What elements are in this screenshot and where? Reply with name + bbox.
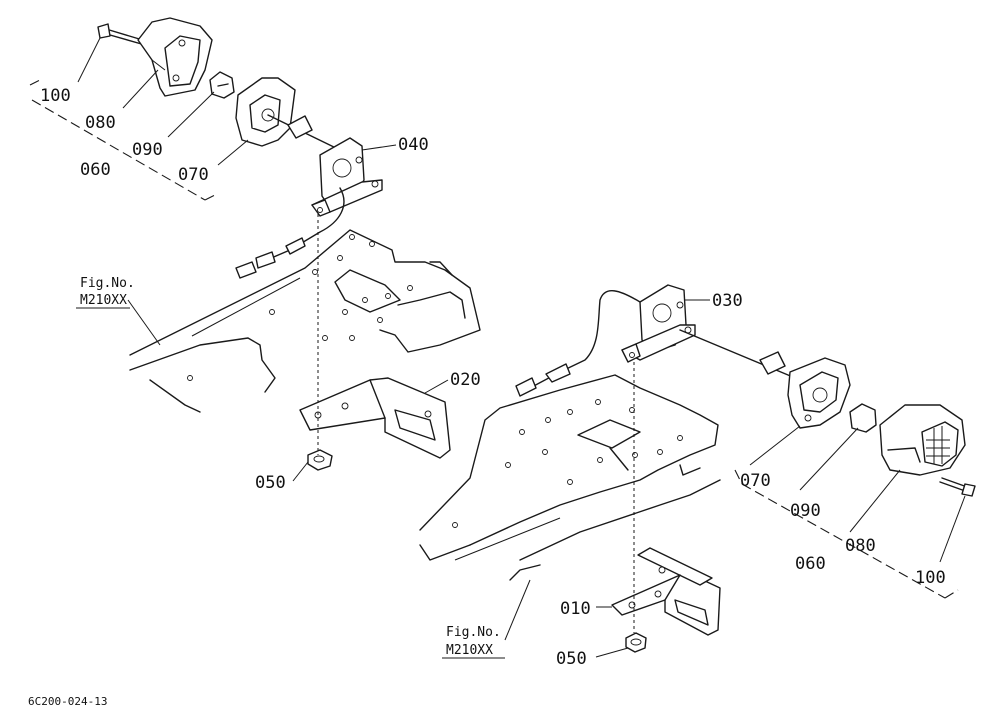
label-080-left: 080 [85,113,116,133]
left-bolt-100 [97,23,147,46]
fig-ref-left-line1: Fig.No. [80,276,135,291]
fig-reference-right: Fig.No. M210XX [442,625,505,659]
right-bolt-100 [939,477,976,497]
right-bulb-090 [849,403,877,433]
label-050-right: 050 [556,649,587,669]
label-100-left: 100 [40,86,71,106]
label-020: 020 [450,370,481,390]
label-090-left: 090 [132,140,163,160]
right-rod [679,329,801,381]
label-060-left: 060 [80,160,111,180]
right-dashed-assembly-lines [633,362,959,633]
label-070-left: 070 [178,165,209,185]
right-lamp-body-070 [787,357,851,429]
right-bracket-030 [621,284,696,363]
label-050-left: 050 [255,473,286,493]
left-lamp-body-070 [235,77,341,151]
fig-ref-left-line2: M210XX [80,293,127,308]
label-060-right: 060 [795,554,826,574]
fig-ref-right-line1: Fig.No. [446,625,501,640]
drawing-number: 6C200-024-13 [28,695,107,708]
label-100-right: 100 [915,568,946,588]
left-frame-panel [129,229,481,413]
left-stay-020 [299,377,451,459]
left-wire-harness [235,187,345,279]
fig-reference-left: Fig.No. M210XX [76,276,135,309]
fig-ref-right-line2: M210XX [446,643,493,658]
label-090-right: 090 [790,501,821,521]
right-stay-010 [611,547,721,636]
leader-lines [77,37,966,658]
right-nut-050 [625,632,647,653]
right-wire-harness [515,290,641,397]
label-030: 030 [712,291,743,311]
left-lens-cover-080 [137,17,213,97]
left-nut-050 [307,449,333,471]
right-lens-cover-080 [879,404,966,476]
left-bracket-040 [311,137,383,217]
label-040: 040 [398,135,429,155]
label-070-right: 070 [740,471,771,491]
label-080-right: 080 [845,536,876,556]
right-frame-panel [419,374,721,581]
label-010: 010 [560,599,591,619]
left-dashed-assembly-lines [29,79,319,455]
left-bulb-090 [209,71,235,99]
